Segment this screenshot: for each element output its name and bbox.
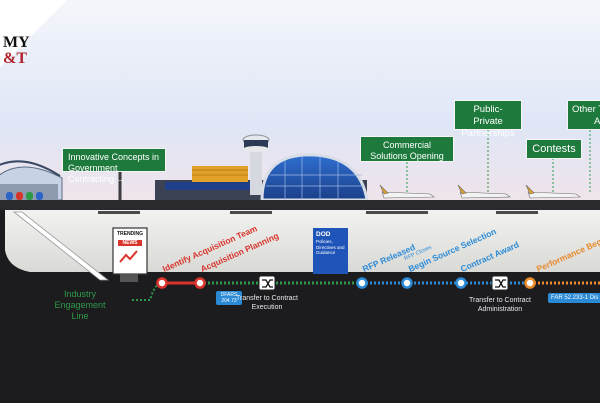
station-contract-award — [455, 277, 467, 289]
station-planning — [194, 277, 206, 289]
logo-line1: MY — [3, 34, 30, 51]
dod-body: Policies, Directives and Guidance — [316, 239, 345, 255]
dod-title: DOD — [316, 231, 331, 238]
sign-posts — [118, 130, 591, 202]
logo-line2: &T — [3, 50, 27, 67]
station-identify — [156, 277, 168, 289]
dod-box-bg — [313, 228, 348, 274]
dfars-tag: DFARS 204.73 — [216, 291, 242, 305]
arrow-right-icon: → — [116, 174, 126, 184]
logo: MY &T — [0, 0, 73, 98]
terminal-building — [155, 134, 369, 202]
trending-news-label: NEWS — [122, 240, 138, 246]
station-source-selection — [401, 277, 413, 289]
trending-label: TRENDING — [116, 231, 144, 237]
trending-news-stand — [112, 227, 148, 282]
tunnel — [5, 210, 600, 272]
sign-innovative-concepts: Innovative Concepts in Government Contra… — [62, 148, 166, 184]
ground-strip — [0, 200, 600, 210]
station-markers — [156, 277, 536, 289]
tunnel-lights — [98, 211, 538, 214]
hangar — [0, 160, 63, 201]
escalator — [12, 211, 110, 281]
sign-public-private: Public-Private Partnerships — [454, 100, 522, 139]
sign-commercial-solutions: Commercial Solutions Opening — [360, 136, 454, 162]
transfer-stations — [258, 275, 509, 291]
transfer-administration-label: Transfer to Contract Administration — [469, 297, 531, 313]
sign-other: Other T Au — [567, 100, 600, 130]
sign-contests: Contests — [526, 139, 582, 159]
station-rfp-released — [356, 277, 368, 289]
airplanes — [379, 184, 581, 199]
far-tag: FAR 52.233-1 Dis — [548, 293, 600, 303]
station-performance — [524, 277, 536, 289]
transfer-execution-label: Transfer to Contract Execution — [236, 295, 298, 311]
industry-engagement-label: Industry Engagement Line — [54, 289, 106, 321]
